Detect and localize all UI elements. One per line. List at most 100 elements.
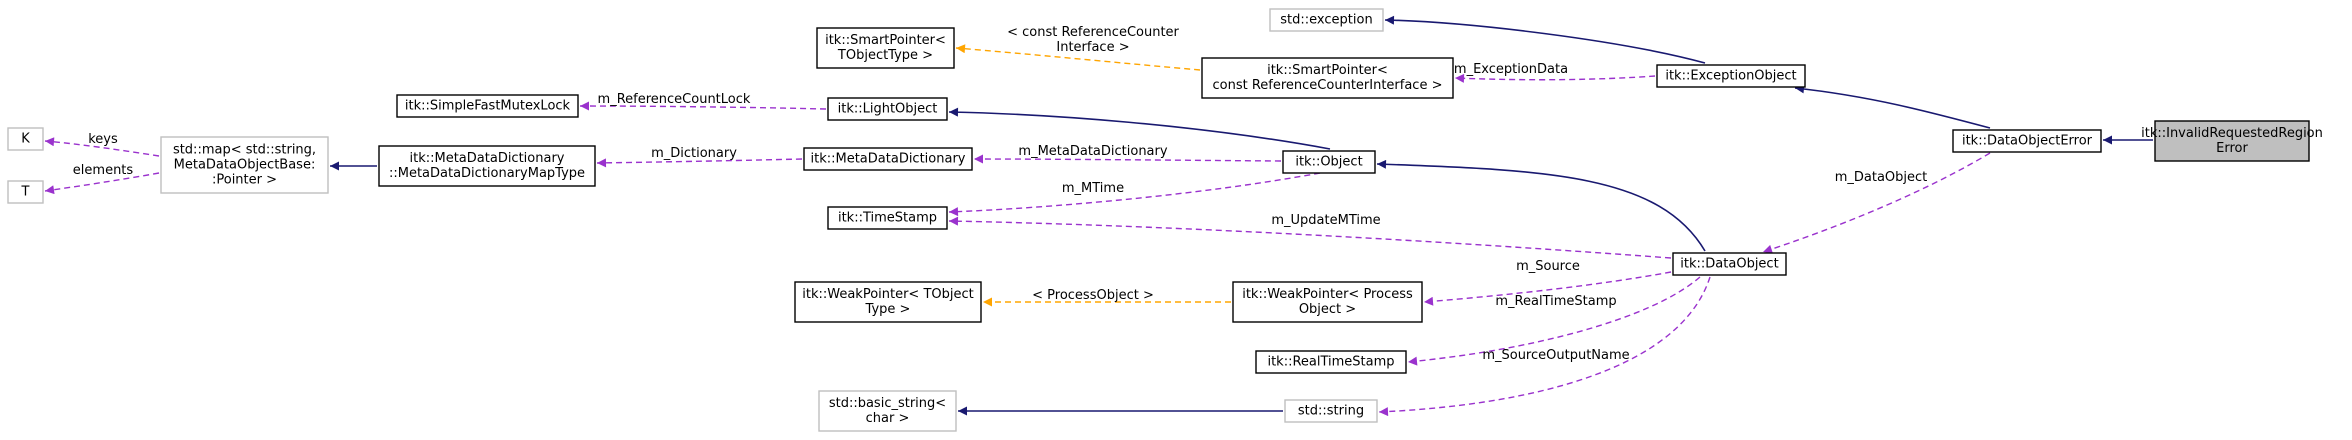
node-smart-ptr-template[interactable]: itk::SmartPointer<TObjectType > [816,27,955,69]
edge-label-line: < const ReferenceCounter [1007,25,1179,40]
node-label: itk::SimpleFastMutexLock [405,99,571,114]
edge-label: m_Dictionary [651,146,737,161]
node-label: itk::WeakPointer< TObject [802,287,974,302]
node-label: :Pointer > [212,173,277,188]
edge-label-line: m_MTime [1062,181,1124,196]
edge-label-line: keys [88,132,118,147]
edge-label-line: m_Source [1516,259,1580,274]
node-simple-fast-mutex-lock[interactable]: itk::SimpleFastMutexLock [396,94,579,118]
node-label: itk::SmartPointer< [825,33,946,48]
edge-data-object-to-real-time-stamp: m_RealTimeStamp [1407,276,1701,366]
node-std-basic-string[interactable]: std::basic_string<char > [818,390,957,432]
edge-label-line: m_Dictionary [651,146,737,161]
node-label: itk::DataObject [1680,257,1778,272]
edge-label-line: < ProcessObject > [1032,288,1154,303]
edge-label-line: elements [73,163,134,178]
edge-label-line: m_MetaDataDictionary [1018,144,1167,159]
node-label: TObjectType > [837,48,933,63]
edge-data-object-to-time-stamp: m_UpdateMTime [948,213,1672,259]
edge-label-line: m_SourceOutputName [1482,348,1629,363]
node-box [1672,252,1787,276]
edge-exception-object-to-std-exception [1384,15,1706,64]
node-label: itk::SmartPointer< [1267,63,1388,78]
edge-label: m_Source [1516,259,1580,274]
edge-label: elements [73,163,134,178]
edge-label: keys [88,132,118,147]
node-object[interactable]: itk::Object [1282,150,1376,174]
node-std-map[interactable]: std::map< std::string,MetaDataObjectBase… [160,136,329,194]
node-box [803,147,973,171]
node-std-string[interactable]: std::string [1284,399,1378,423]
node-label: std::basic_string< [829,396,946,411]
edge-data-object-to-std-string: m_SourceOutputName [1378,276,1711,417]
node-t[interactable]: T [7,180,44,204]
edge-label: m_UpdateMTime [1271,213,1380,228]
node-box [1282,150,1376,174]
nodes-layer: itk::InvalidRequestedRegionErroritk::Dat… [7,8,2323,432]
edge-std-map-to-t: elements [44,163,160,195]
node-std-exception[interactable]: std::exception [1269,8,1384,32]
node-label: itk::Object [1295,155,1362,170]
node-box [1201,57,1454,99]
edge-label: m_MetaDataDictionary [1018,144,1167,159]
edge-object-to-light-object [948,107,1331,150]
edge-object-to-time-stamp: m_MTime [948,172,1321,217]
node-box [1269,8,1384,32]
node-label: K [21,132,30,147]
node-box [794,281,982,323]
edge-object-to-metadata-dictionary: m_MetaDataDictionary [973,144,1282,164]
node-box [2154,120,2310,162]
node-k[interactable]: K [7,127,44,151]
edge-exception-object-to-smart-ptr-ref-counter: m_ExceptionData [1454,62,1656,83]
node-label: MetaDataObjectBase: [174,158,316,173]
node-time-stamp[interactable]: itk::TimeStamp [827,206,948,230]
node-real-time-stamp[interactable]: itk::RealTimeStamp [1255,350,1407,374]
edge-label: m_ReferenceCountLock [598,92,751,107]
edge-metadata-dictionary-to-metadata-dictionary-map-type: m_Dictionary [596,146,803,168]
edge-label: m_MTime [1062,181,1124,196]
node-box [1232,281,1423,323]
node-box [1255,350,1407,374]
node-label: std::exception [1280,13,1372,28]
edge-label: m_ExceptionData [1454,62,1568,77]
node-label: char > [866,411,910,426]
node-label: ::MetaDataDictionaryMapType [389,166,585,181]
node-label: itk::InvalidRequestedRegion [2141,126,2323,141]
node-data-object-error[interactable]: itk::DataObjectError [1952,129,2102,153]
node-label: Type > [865,302,911,317]
edge-weak-ptr-process-object-to-weak-ptr-template: < ProcessObject > [983,288,1231,307]
node-box [1656,64,1806,88]
node-box [396,94,579,118]
node-label: const ReferenceCounterInterface > [1213,78,1443,93]
node-box [7,127,44,151]
edge-data-object-to-object [1376,159,1706,252]
node-label: itk::LightObject [838,102,938,117]
node-box [816,27,955,69]
edge-label: < ProcessObject > [1032,288,1154,303]
edge-label-line: m_ExceptionData [1454,62,1568,77]
node-label: itk::RealTimeStamp [1267,355,1394,370]
node-label: T [21,185,30,200]
node-metadata-dictionary[interactable]: itk::MetaDataDictionary [803,147,973,171]
node-smart-ptr-ref-counter[interactable]: itk::SmartPointer<const ReferenceCounter… [1201,57,1454,99]
edge-label-line: m_UpdateMTime [1271,213,1380,228]
node-light-object[interactable]: itk::LightObject [827,97,948,121]
node-weak-ptr-template[interactable]: itk::WeakPointer< TObjectType > [794,281,982,323]
edge-label: m_DataObject [1835,170,1928,185]
node-weak-ptr-process-object[interactable]: itk::WeakPointer< ProcessObject > [1232,281,1423,323]
node-label: itk::ExceptionObject [1665,69,1796,84]
edge-light-object-to-simple-fast-mutex-lock: m_ReferenceCountLock [579,92,827,111]
node-metadata-dictionary-map-type[interactable]: itk::MetaDataDictionary::MetaDataDiction… [378,145,596,187]
node-label: itk::TimeStamp [838,211,937,226]
edge-label-line: m_ReferenceCountLock [598,92,751,107]
node-label: std::string [1298,404,1364,419]
node-label: Error [2216,141,2248,156]
node-exception-object[interactable]: itk::ExceptionObject [1656,64,1806,88]
node-data-object[interactable]: itk::DataObject [1672,252,1787,276]
node-box [818,390,957,432]
